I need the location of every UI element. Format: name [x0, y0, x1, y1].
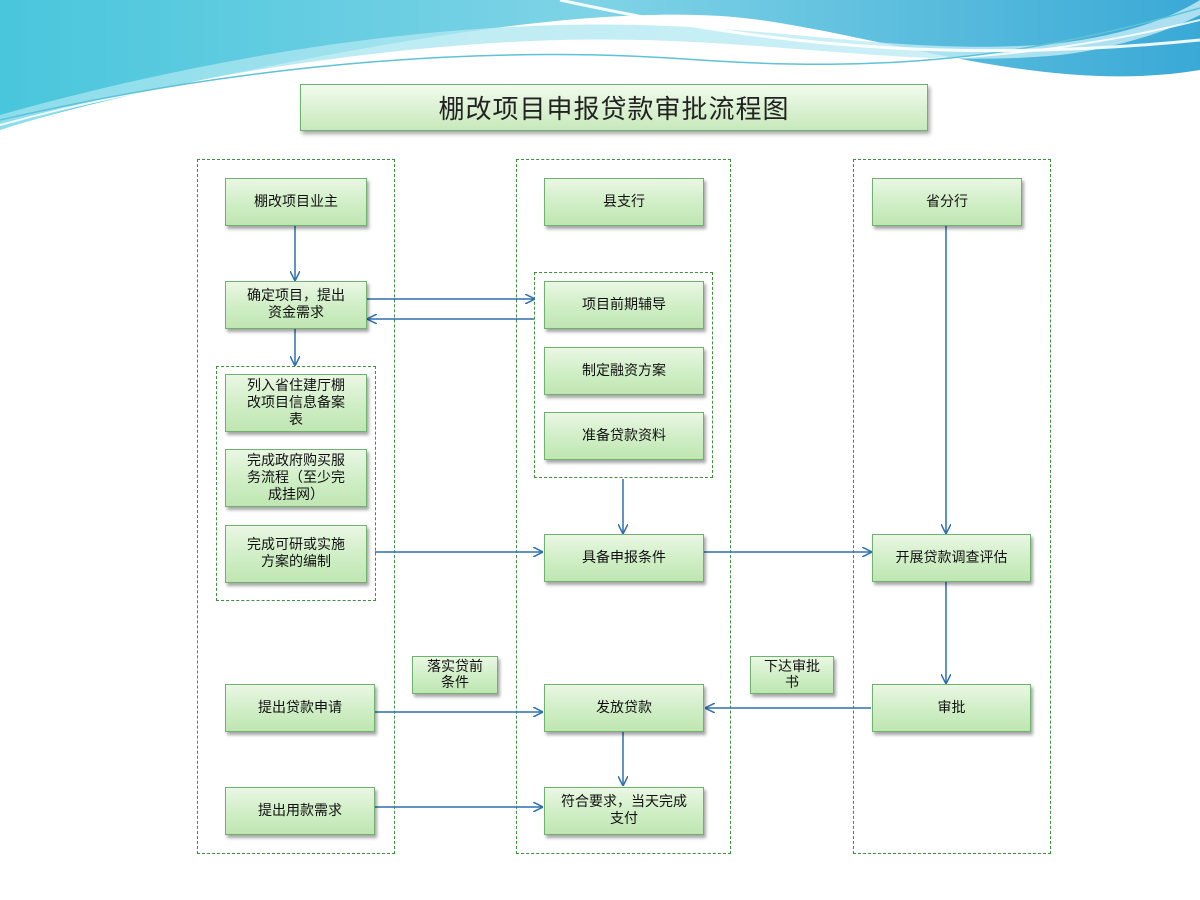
step-government-purchase: 完成政府购买服 务流程（至少完 成挂网） [225, 449, 367, 507]
lane-header-county: 县支行 [544, 178, 704, 226]
step-request-funds: 提出用款需求 [225, 787, 375, 835]
step-loan-evaluation: 开展贷款调查评估 [872, 534, 1031, 582]
step-feasibility-plan: 完成可研或实施 方案的编制 [225, 525, 367, 583]
step-define-project: 确定项目，提出 资金需求 [225, 281, 367, 329]
note-preconditions: 落实贷前 条件 [412, 656, 498, 694]
lane-province-branch [853, 159, 1051, 854]
step-ready-to-apply: 具备申报条件 [544, 534, 704, 582]
step-financing-plan: 制定融资方案 [544, 347, 704, 395]
page-title: 棚改项目申报贷款审批流程图 [300, 84, 928, 131]
lane-header-owner: 棚改项目业主 [225, 178, 367, 226]
lane-header-province: 省分行 [872, 178, 1022, 226]
note-issue-approval: 下达审批 书 [750, 656, 834, 694]
wave-header-decoration [0, 0, 1200, 130]
step-disburse-loan: 发放贷款 [544, 684, 704, 732]
group-county-preparation [534, 272, 713, 478]
step-same-day-payment: 符合要求，当天完成 支付 [544, 787, 704, 835]
step-project-guidance: 项目前期辅导 [544, 281, 704, 329]
step-apply-loan: 提出贷款申请 [225, 684, 375, 732]
lane-owner [197, 159, 395, 854]
step-approval: 审批 [872, 684, 1031, 732]
step-list-in-registry: 列入省住建厅棚 改项目信息备案 表 [225, 374, 367, 432]
lane-county-branch [516, 159, 731, 854]
group-owner-preparation [216, 366, 376, 601]
step-prepare-materials: 准备贷款资料 [544, 412, 704, 460]
